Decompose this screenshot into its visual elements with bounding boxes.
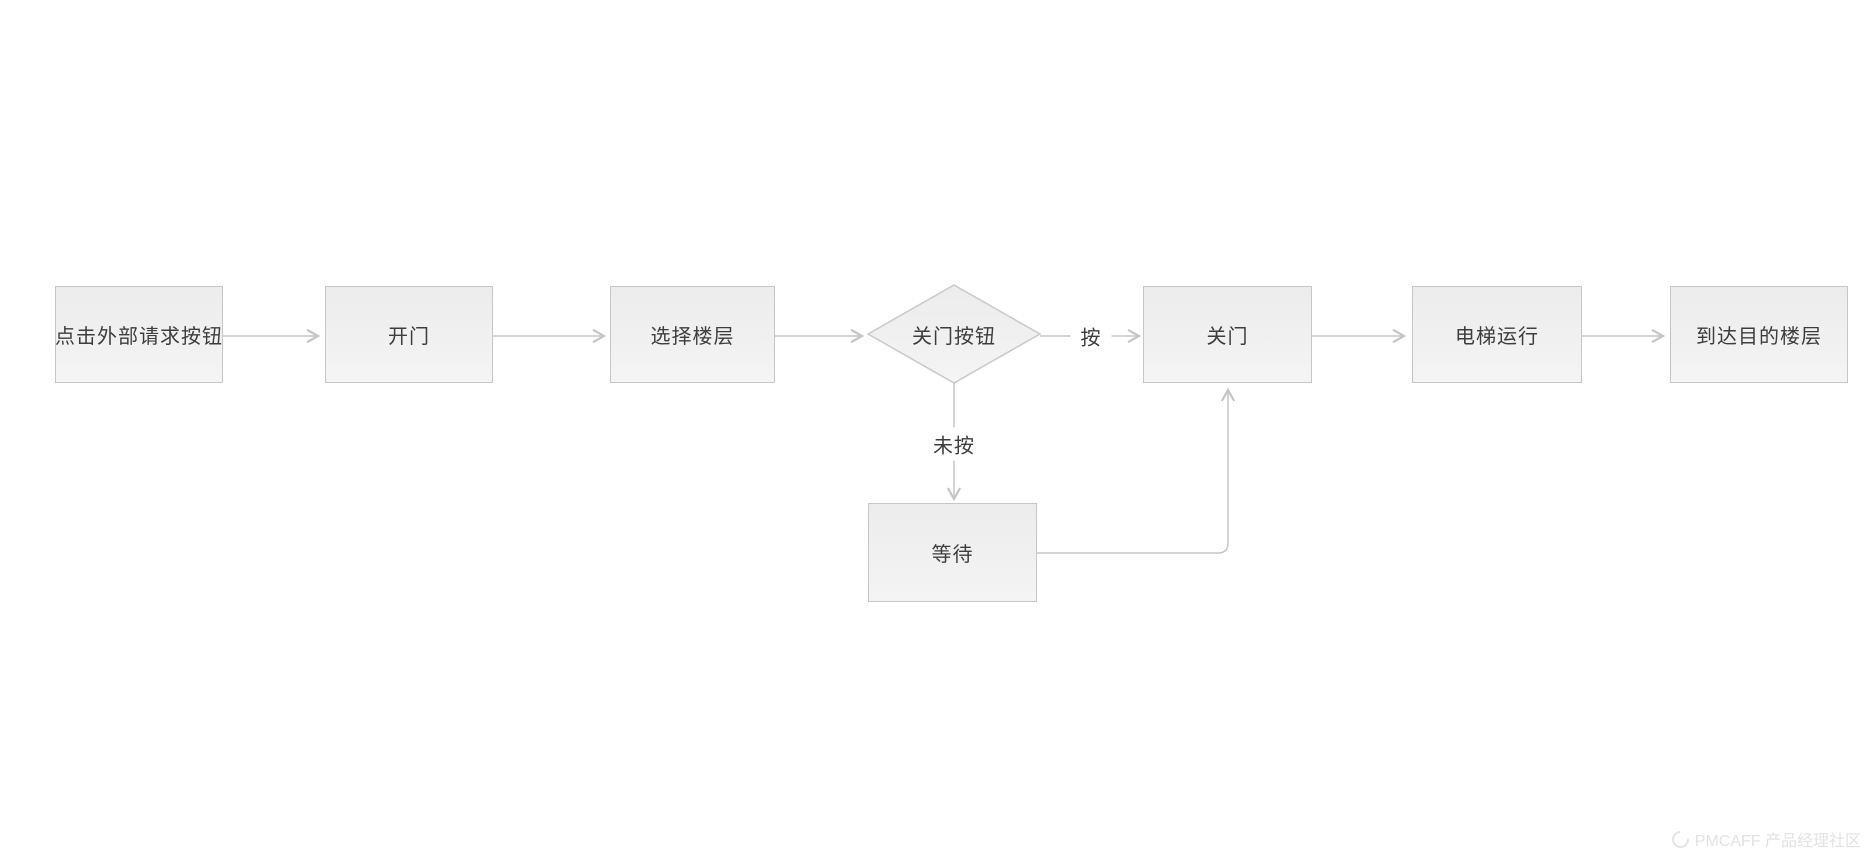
node-arrive-destination-floor: 到达目的楼层 bbox=[1670, 286, 1848, 383]
decision-close-door-button: 关门按钮 bbox=[912, 326, 996, 348]
edge-label-not-pressed: 未按 bbox=[923, 427, 985, 461]
node-click-external-request-button: 点击外部请求按钮 bbox=[55, 286, 223, 383]
watermark-text: PMCAFF 产品经理社区 bbox=[1694, 833, 1861, 850]
node-wait: 等待 bbox=[868, 503, 1037, 602]
node-elevator-running: 电梯运行 bbox=[1412, 286, 1582, 383]
pmcaff-logo-icon bbox=[1668, 827, 1693, 851]
watermark: PMCAFF 产品经理社区 bbox=[1668, 827, 1861, 851]
edge-wait-to-close-door bbox=[1037, 387, 1236, 554]
node-open-door: 开门 bbox=[325, 286, 493, 383]
node-close-door: 关门 bbox=[1143, 286, 1312, 383]
node-select-floor: 选择楼层 bbox=[610, 286, 775, 383]
edge-label-pressed: 按 bbox=[1070, 319, 1112, 353]
